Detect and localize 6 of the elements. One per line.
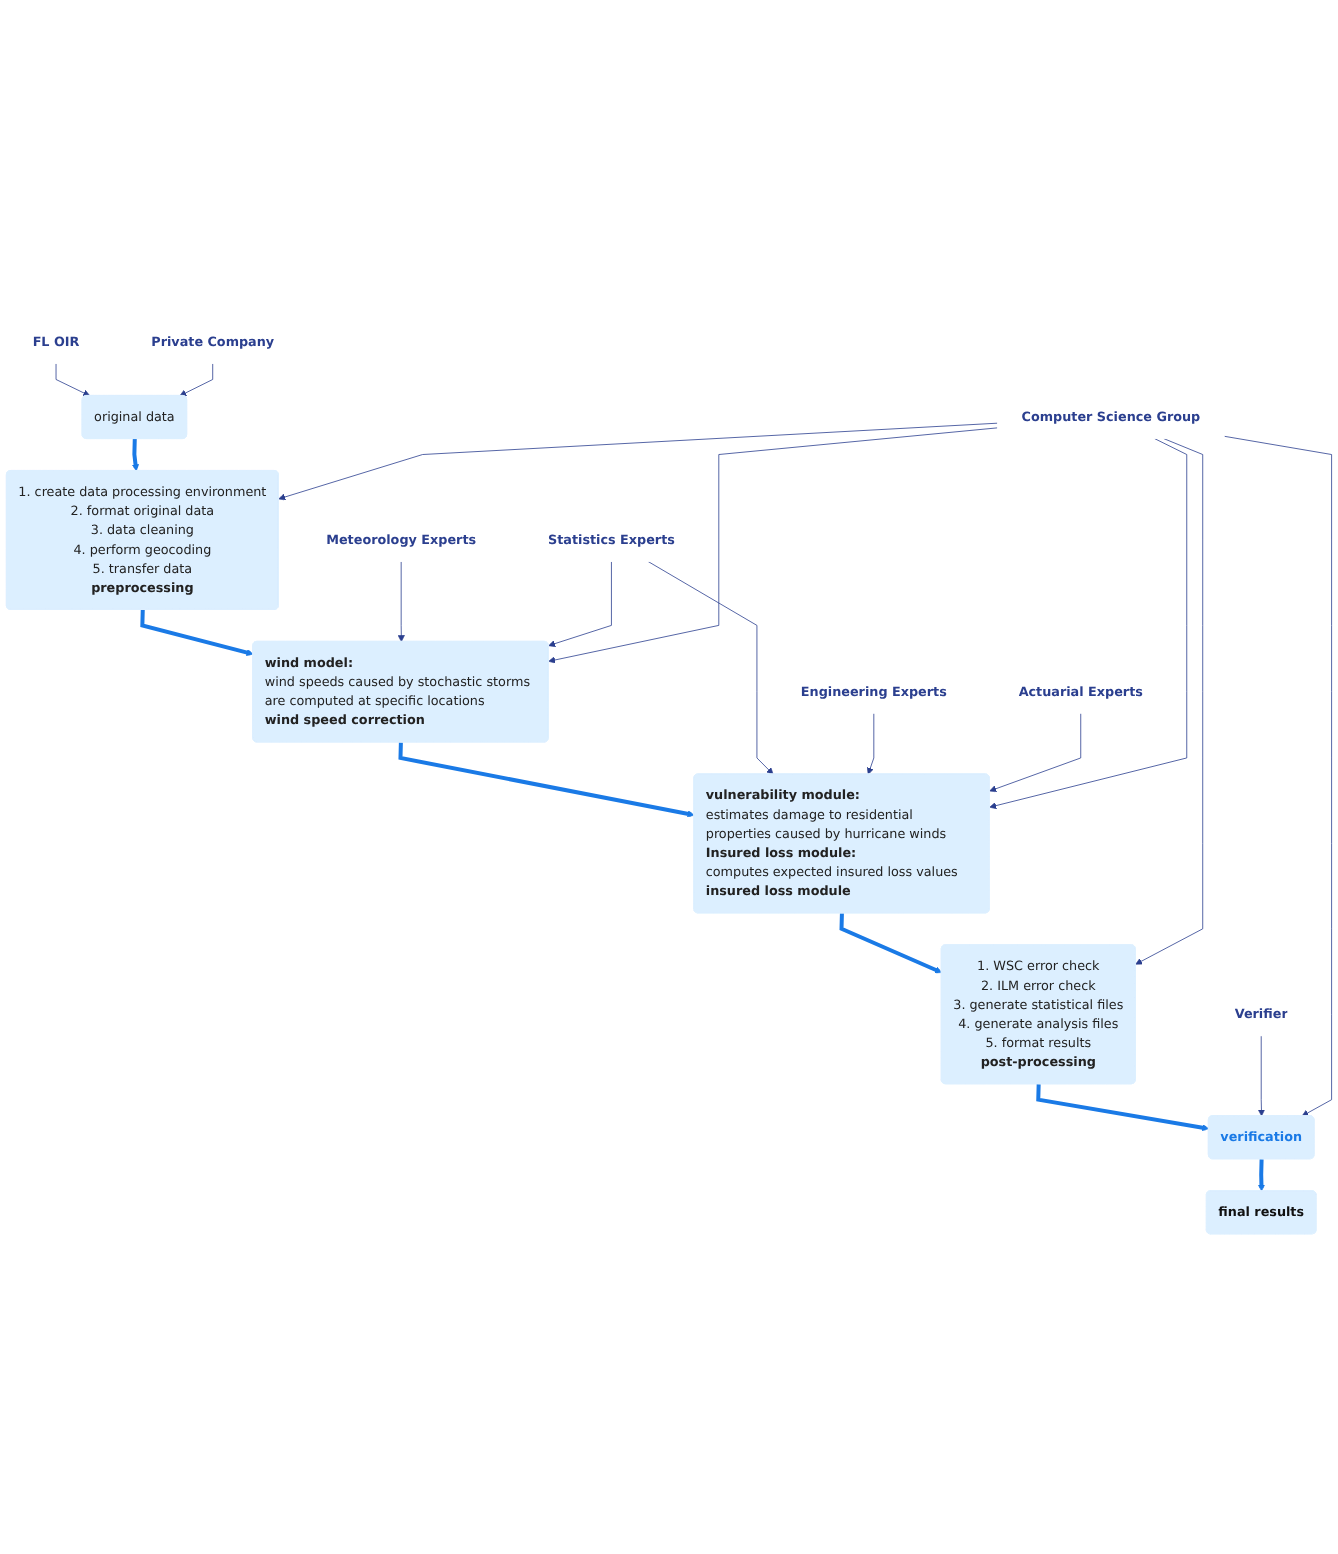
- arrow: [1257, 1159, 1265, 1192]
- arrow: [1036, 1083, 1210, 1131]
- arrow: [398, 742, 695, 818]
- arrow: [132, 438, 139, 472]
- arrow: [839, 913, 942, 974]
- arrow: [140, 609, 254, 656]
